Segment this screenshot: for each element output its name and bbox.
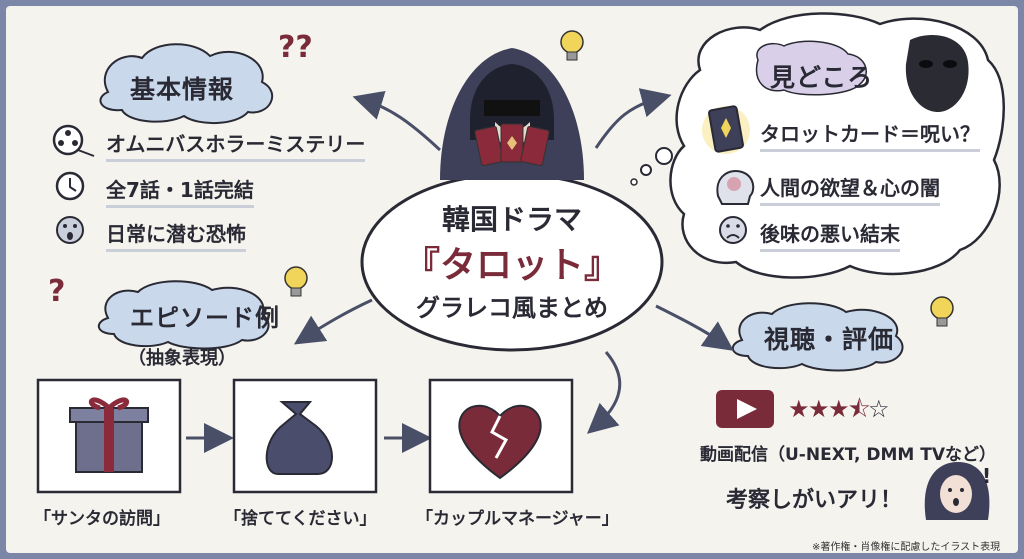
basic-info-item: 日常に潜む恐怖 <box>106 218 246 252</box>
rating-stars: ★★★⯪☆ <box>788 392 890 433</box>
highlights-heading: 見どころ <box>770 63 874 92</box>
basic-info-heading: 基本情報 <box>130 75 235 104</box>
arrow-to-basic-info <box>352 90 442 152</box>
viewing-heading: 視聴・評価 <box>764 325 895 354</box>
viewing-cloud <box>732 302 904 372</box>
surprised-person-icon <box>924 462 990 520</box>
highlights-item: タロットカード＝呪い？ <box>760 118 980 152</box>
center-title-line2: 『タロット』 <box>403 245 620 286</box>
question-marks-decor: ?? <box>278 30 313 65</box>
viewing-comment: 考察しがいアリ！ <box>726 488 903 513</box>
copyright-note: ※著作権・肖像権に配慮したイラスト表現 <box>812 542 1001 553</box>
highlights-item: 人間の欲望＆心の闇 <box>760 172 940 206</box>
clock-icon <box>55 171 85 201</box>
brain-head-icon <box>716 170 755 205</box>
lightbulb-icon <box>560 30 584 61</box>
basic-info-item: オムニバスホラーミステリー <box>106 128 366 162</box>
streaming-services: 動画配信（U-NEXT, DMM TVなど） <box>700 445 996 465</box>
arrow-to-episodes <box>293 298 373 345</box>
star-half-icon: ⯪ <box>848 395 871 423</box>
sad-face-icon <box>719 216 747 244</box>
broken-heart-icon <box>458 405 542 480</box>
video-play-icon <box>716 390 774 428</box>
star-full-icon: ★ <box>828 395 850 423</box>
lightbulb-icon <box>930 296 954 327</box>
basic-info-cloud <box>99 43 274 125</box>
episodes-heading: エピソード例 <box>130 304 280 332</box>
tarot-card-icon <box>702 105 750 154</box>
trash-bag-icon <box>265 401 333 475</box>
episode-caption: 「サンタの訪問」 <box>34 509 170 529</box>
episode-cloud <box>98 280 270 350</box>
basic-info-item: 全7話・1話完結 <box>106 174 254 208</box>
arrow-to-episode-cards <box>586 351 622 434</box>
scared-face-icon <box>56 216 84 244</box>
question-mark-decor: ? <box>48 274 66 309</box>
arrow-to-viewing <box>655 304 734 351</box>
episode-caption: 「捨ててください」 <box>224 509 377 529</box>
lightbulb-icon <box>284 266 308 297</box>
hooded-fortune-teller-figure <box>440 48 584 180</box>
highlights-item: 後味の悪い結末 <box>760 218 900 252</box>
center-title-line1: 韓国ドラマ <box>441 203 582 236</box>
gift-box-icon <box>69 397 149 473</box>
exclaim-mark: ! <box>982 464 992 488</box>
arrow-to-highlights <box>594 88 672 149</box>
star-full-icon: ★ <box>808 395 830 423</box>
episode-caption: 「カップルマネージャー」 <box>416 509 619 529</box>
episodes-subheading: （抽象表現） <box>128 348 236 369</box>
film-reel-icon <box>52 124 95 157</box>
center-title-line3: グラレコ風まとめ <box>416 294 608 322</box>
star-full-icon: ★ <box>788 395 810 423</box>
mask-face-icon <box>905 35 969 112</box>
star-empty-icon: ☆ <box>868 395 890 423</box>
